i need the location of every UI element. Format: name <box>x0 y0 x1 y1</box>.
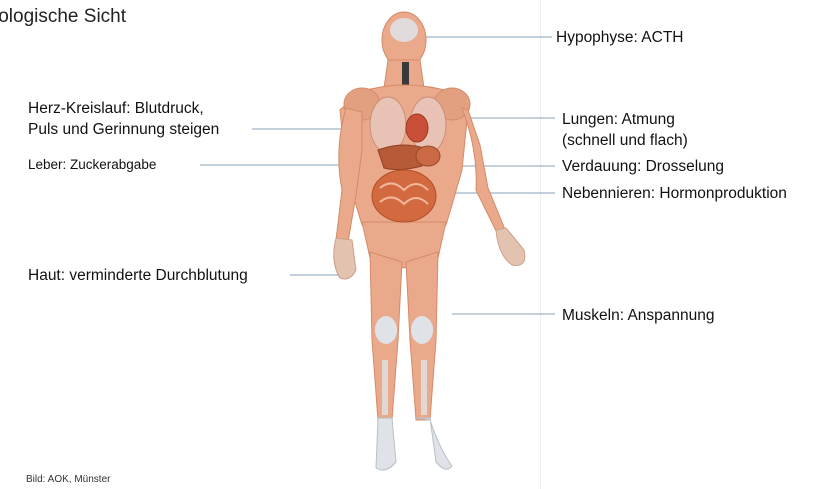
foot-right <box>416 418 452 469</box>
label-muskeln: Muskeln: Anspannung <box>562 306 715 326</box>
label-hypophyse: Hypophyse: ACTH <box>556 28 684 48</box>
stomach <box>416 146 440 166</box>
intestines <box>372 170 436 222</box>
foot-left <box>376 418 396 470</box>
label-lungen-line1: Lungen: Atmung <box>562 110 675 130</box>
label-verdauung: Verdauung: Drosselung <box>562 157 724 177</box>
knee-right <box>411 316 433 344</box>
arm-right <box>462 108 506 235</box>
label-herz-line2: Puls und Gerinnung steigen <box>28 120 219 140</box>
label-leber: Leber: Zuckerabgabe <box>28 155 156 175</box>
human-body <box>334 12 525 470</box>
label-herz-line1: Herz-Kreislauf: Blutdruck, <box>28 99 204 119</box>
label-nebennieren: Nebennieren: Hormonproduktion <box>562 184 787 204</box>
image-credit: Bild: AOK, Münster <box>26 474 110 485</box>
hand-left <box>334 238 356 279</box>
knee-left <box>375 316 397 344</box>
hand-right <box>496 228 525 265</box>
label-haut: Haut: verminderte Durchblutung <box>28 266 248 286</box>
heart <box>406 114 428 142</box>
label-lungen-line2: (schnell und flach) <box>562 131 688 151</box>
arm-left <box>336 108 362 242</box>
